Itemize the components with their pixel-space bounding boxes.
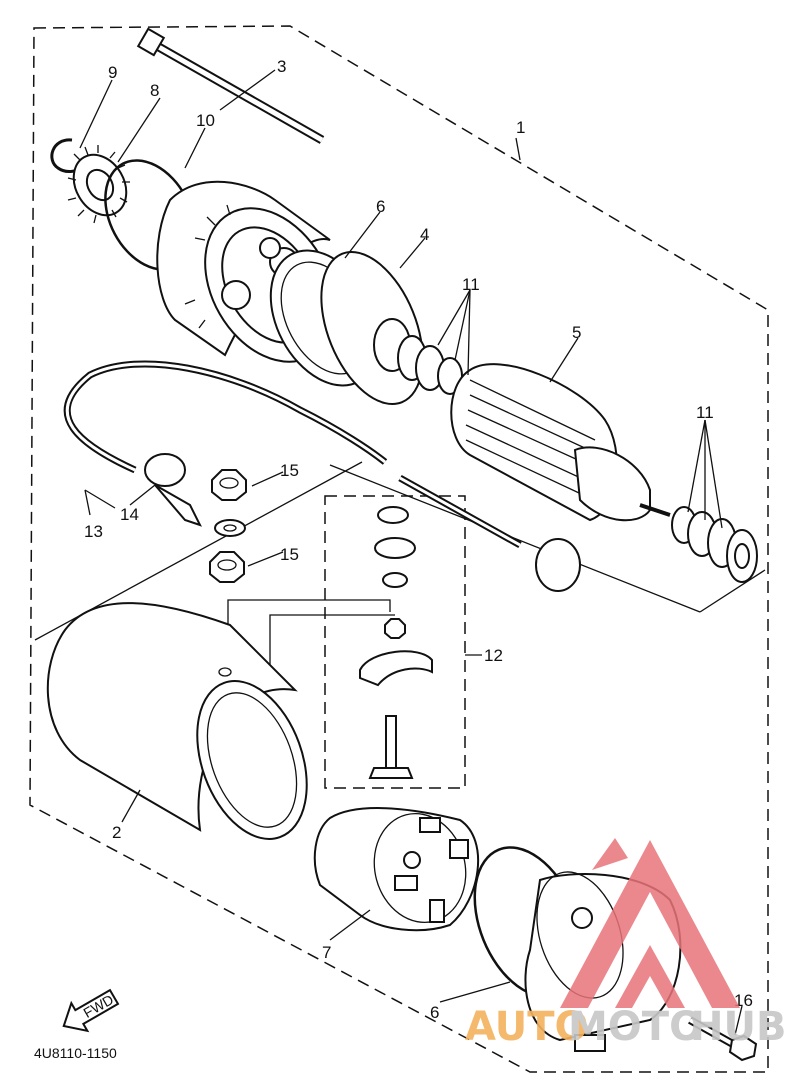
callout-5: 5 [572,323,581,342]
watermark-hub: HUB [690,1004,786,1050]
callout-4: 4 [420,225,429,244]
callout-16: 16 [734,991,753,1010]
watermark-logo [560,838,740,1008]
pinion-gear [67,145,130,224]
callout-11-right: 11 [696,403,714,422]
callout-labels: 1 2 3 4 5 6 6 7 8 9 10 11 11 12 13 14 15… [84,57,753,1022]
forward-arrow-icon: FWD [62,988,120,1033]
callout-14: 14 [120,505,139,524]
armature [450,363,671,522]
yoke-housing [46,602,308,840]
callout-1: 1 [516,118,525,137]
lead-wire [63,360,581,592]
reference-line-armature-tail [699,569,766,613]
shims-right [671,506,758,583]
callout-9: 9 [108,63,117,82]
callout-13: 13 [84,522,103,541]
drawing-code: 4U8110-1150 [34,1045,117,1061]
nut-upper [211,469,247,501]
callout-15-lower: 15 [280,545,299,564]
callout-6-upper: 6 [376,197,385,216]
callout-11-upper: 11 [462,275,480,294]
nut-lower [209,551,245,583]
callout-2: 2 [112,823,121,842]
callout-8: 8 [150,81,159,100]
watermark-auto: AUTO [465,1004,589,1050]
brush-kit-boundary [324,495,466,789]
callout-3: 3 [277,57,286,76]
callout-12: 12 [484,646,503,665]
watermark-text: AUTO MOTO HUB [465,1004,786,1050]
watermark-triangle-icon [560,840,740,1008]
washer-mid [214,519,246,537]
reference-line-nut-2 [269,614,395,680]
assembly-boundary [29,25,769,1073]
callout-6-lower: 6 [430,1003,439,1022]
callout-10: 10 [196,111,215,130]
leader-lines [79,69,743,1036]
callout-15-upper: 15 [280,461,299,480]
rear-bolt [688,1016,758,1062]
through-bolt [136,27,325,144]
brush-holder [313,807,480,932]
brush-kit-parts [359,506,433,779]
watermark-moto: MOTO [568,1004,703,1050]
callout-7: 7 [322,943,331,962]
